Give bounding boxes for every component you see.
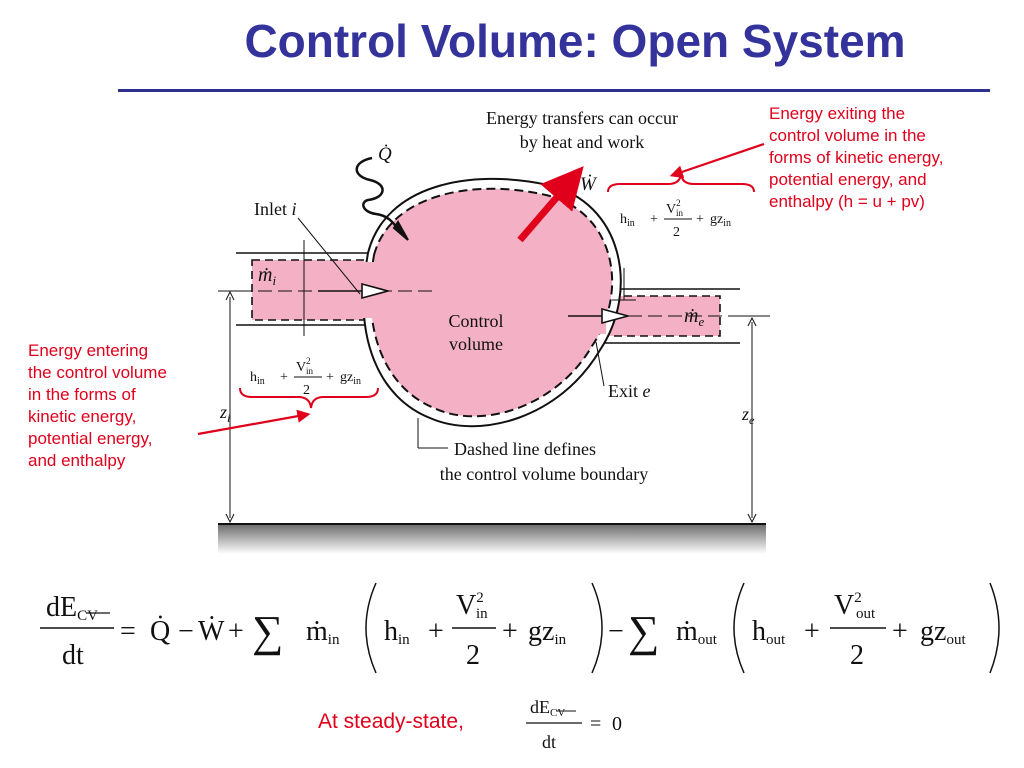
svg-text:dt: dt bbox=[62, 640, 84, 671]
heat-transfer-arrow bbox=[355, 156, 409, 241]
enter-note-line: kinetic energy, bbox=[28, 407, 137, 426]
svg-text:hin: hin bbox=[384, 616, 410, 648]
work-transfer-arrow bbox=[517, 166, 584, 243]
title-underline bbox=[118, 89, 990, 92]
svg-text:hin: hin bbox=[250, 370, 265, 387]
svg-text:out: out bbox=[856, 606, 876, 622]
enter-energy-note: Energy entering the control volume in th… bbox=[28, 340, 228, 472]
mass-flow-in: ṁi bbox=[258, 264, 276, 288]
svg-text:dt: dt bbox=[542, 732, 556, 752]
svg-text:V2: V2 bbox=[296, 356, 311, 375]
paren-in-left bbox=[365, 582, 377, 674]
boundary-caption-line2: the control volume boundary bbox=[440, 464, 648, 484]
svg-text:gzin: gzin bbox=[340, 370, 361, 387]
inlet-pipe bbox=[236, 252, 368, 326]
svg-text:+: + bbox=[696, 212, 704, 227]
control-volume-boundary bbox=[369, 187, 614, 418]
exit-note-pointer bbox=[669, 142, 765, 179]
work-symbol: Ẇ bbox=[580, 173, 598, 195]
svg-text:in: in bbox=[676, 208, 684, 218]
svg-text:+: + bbox=[650, 212, 658, 227]
height-exit-label: ze bbox=[741, 404, 755, 427]
svg-text:2: 2 bbox=[303, 383, 310, 398]
cv-label-line1: Control bbox=[448, 311, 503, 331]
svg-text:ṁin: ṁin bbox=[306, 616, 340, 648]
enter-note-line: the control volume bbox=[28, 363, 167, 382]
svg-text:Q̇: Q̇ bbox=[150, 616, 170, 647]
svg-text:+: + bbox=[502, 616, 518, 647]
paren-out-left bbox=[733, 582, 745, 674]
ground bbox=[218, 524, 766, 554]
exit-height-dimension bbox=[742, 315, 770, 524]
svg-text:2: 2 bbox=[466, 640, 480, 671]
svg-text:in: in bbox=[476, 606, 488, 622]
svg-text:+: + bbox=[804, 616, 820, 647]
svg-text:gzin: gzin bbox=[528, 616, 567, 648]
exit-flow-arrow bbox=[568, 307, 632, 325]
svg-text:gzin: gzin bbox=[710, 212, 731, 229]
enter-note-line: potential energy, bbox=[28, 429, 153, 448]
boundary-caption-line1: Dashed line defines bbox=[454, 439, 596, 459]
slide-title: Control Volume: Open System bbox=[244, 15, 906, 67]
svg-text:dECV: dECV bbox=[530, 697, 565, 719]
exit-brace bbox=[607, 173, 755, 193]
steady-state-label: At steady-state, bbox=[318, 710, 464, 733]
svg-text:gzout: gzout bbox=[920, 616, 966, 648]
svg-text:+: + bbox=[280, 370, 288, 385]
enter-note-line: in the forms of bbox=[28, 385, 136, 404]
svg-text:=: = bbox=[120, 616, 136, 647]
exit-energy-formula: hin + V2 in 2 + gzin bbox=[620, 198, 731, 240]
svg-text:∑: ∑ bbox=[628, 607, 659, 656]
exit-energy-note: Energy exiting the control volume in the… bbox=[769, 103, 1019, 213]
cv-label-line2: volume bbox=[449, 334, 503, 354]
svg-text:∑: ∑ bbox=[252, 607, 283, 656]
mass-flow-out: ṁe bbox=[684, 305, 704, 329]
enter-brace bbox=[239, 387, 379, 409]
exit-label: Exit e bbox=[608, 381, 651, 401]
enter-note-pointer bbox=[197, 409, 311, 436]
transfer-caption-line1: Energy transfers can occur bbox=[486, 108, 678, 128]
inlet-energy-formula: hin + V2 in 2 + gzin bbox=[250, 356, 361, 398]
svg-text:=: = bbox=[590, 713, 601, 735]
paren-in-right bbox=[591, 582, 603, 674]
inlet-label: Inlet i bbox=[254, 199, 297, 219]
exit-note-line: potential energy, and bbox=[769, 170, 927, 189]
svg-text:dECV: dECV bbox=[46, 592, 98, 624]
svg-text:−: − bbox=[608, 616, 624, 647]
svg-text:2: 2 bbox=[673, 225, 680, 240]
steady-state-equation: dECV dt = 0 bbox=[526, 697, 622, 752]
svg-text:+: + bbox=[428, 616, 444, 647]
svg-text:hout: hout bbox=[752, 616, 786, 648]
energy-balance-equation: dECV dt = Q̇ − Ẇ + ∑ ṁin hin + V2 in 2 +… bbox=[40, 582, 1000, 674]
svg-text:0: 0 bbox=[612, 713, 622, 735]
enter-note-line: and enthalpy bbox=[28, 451, 126, 470]
paren-out-right bbox=[989, 582, 1000, 674]
exit-note-line: Energy exiting the bbox=[769, 104, 906, 123]
height-inlet-label: zi bbox=[219, 402, 230, 425]
inlet-height-dimension bbox=[218, 290, 250, 524]
exit-note-line: enthalpy (h = u + pv) bbox=[769, 192, 925, 211]
svg-text:+: + bbox=[892, 616, 908, 647]
svg-text:+: + bbox=[228, 616, 244, 647]
enter-note-line: Energy entering bbox=[28, 341, 149, 360]
svg-text:ṁout: ṁout bbox=[676, 616, 718, 648]
svg-text:hin: hin bbox=[620, 212, 635, 229]
svg-text:+: + bbox=[326, 370, 334, 385]
transfer-caption-line2: by heat and work bbox=[520, 132, 644, 152]
svg-text:V2: V2 bbox=[456, 590, 484, 621]
svg-text:in: in bbox=[306, 366, 314, 376]
exit-note-line: forms of kinetic energy, bbox=[769, 148, 944, 167]
svg-text:−: − bbox=[178, 616, 194, 647]
heat-symbol: Q̇ bbox=[378, 143, 392, 165]
exit-note-line: control volume in the bbox=[769, 126, 926, 145]
svg-text:2: 2 bbox=[850, 640, 864, 671]
inlet-flow-arrow bbox=[318, 282, 392, 300]
svg-text:V2: V2 bbox=[834, 590, 862, 621]
svg-text:V2: V2 bbox=[666, 198, 681, 217]
svg-text:Ẇ: Ẇ bbox=[198, 616, 225, 647]
